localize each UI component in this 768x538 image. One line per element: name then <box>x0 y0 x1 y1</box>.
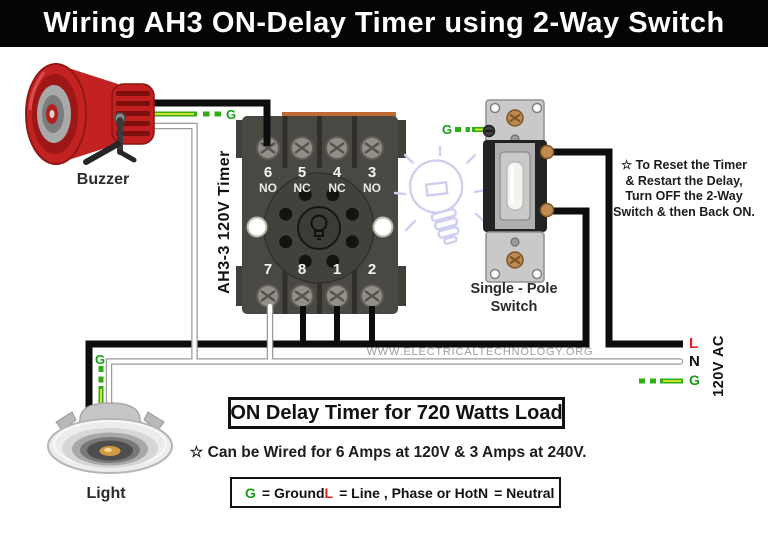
timer-socket-image <box>236 112 406 314</box>
buzzer-image <box>25 63 155 165</box>
terminal-6-type: NO <box>259 181 277 195</box>
terminal-4-type: NC <box>328 181 346 195</box>
switch-label: Single - Pole Switch <box>470 280 557 316</box>
supply-voltage-label: 120V AC <box>711 335 727 397</box>
supply-neutral-tag: N <box>689 353 700 370</box>
supply-line-tag: L <box>689 335 699 352</box>
switch-terminal-bottom <box>539 202 555 218</box>
title-bar: Wiring AH3 ON-Delay Timer using 2-Way Sw… <box>0 0 768 47</box>
reset-note-line3: Turn OFF the 2-Way <box>625 189 743 203</box>
light-image <box>47 402 173 474</box>
legend-ground-text: = Ground <box>261 484 325 501</box>
wire-main-bus <box>85 207 590 408</box>
switch-image <box>482 99 555 283</box>
legend-neutral: N = Neutral <box>478 485 554 501</box>
supply-ground-tag: G <box>689 372 700 388</box>
terminal-5-type: NC <box>293 181 311 195</box>
switch-label-line1: Single - Pole <box>470 281 558 297</box>
reset-note: ☆ To Reset the Timer & Restart the Delay… <box>601 158 767 220</box>
site-watermark: WWW.ELECTRICALTECHNOLOGY.ORG <box>366 346 594 358</box>
terminal-3-type: NO <box>363 181 381 195</box>
legend-neutral-text: = Neutral <box>494 484 555 501</box>
wire-black-group <box>85 99 683 408</box>
bulb-watermark-icon <box>393 146 487 245</box>
socket-pin-holes <box>279 188 359 268</box>
wire-buzzer-to-terminal6 <box>148 99 271 146</box>
light-label: Light <box>86 485 126 502</box>
buzzer-ground-tag: G <box>226 107 237 122</box>
timer-bulb-icon <box>310 214 328 240</box>
legend-line: L = Line , Phase or Hot <box>325 485 478 501</box>
switch-label-line2: Switch <box>490 299 538 315</box>
rating-note: ☆ Can be Wired for 6 Amps at 120V & 3 Am… <box>189 444 587 461</box>
load-note-text: ON Delay Timer for 720 Watts Load <box>230 401 563 424</box>
legend-box: G = Ground L = Line , Phase or Hot N = N… <box>230 477 561 508</box>
terminal-1-number: 1 <box>332 261 342 278</box>
socket-mount-hole-right <box>372 216 394 238</box>
terminal-5-number: 5 <box>297 164 307 181</box>
terminal-4-number: 4 <box>332 164 342 181</box>
wire-line-feed <box>547 148 683 348</box>
load-note-box: ON Delay Timer for 720 Watts Load <box>228 397 565 429</box>
switch-toggle <box>506 161 524 211</box>
reset-note-line2: & Restart the Delay, <box>625 173 743 188</box>
legend-ground-symbol: G <box>245 484 256 501</box>
wire-ground-group <box>98 111 683 408</box>
switch-terminal-top <box>539 144 555 160</box>
legend-line-text: = Line , Phase or Hot <box>339 484 478 501</box>
light-ground-tag: G <box>95 352 106 367</box>
terminal-2-number: 2 <box>367 261 377 278</box>
legend-neutral-symbol: N <box>477 484 489 501</box>
wire-neutral-core <box>107 124 682 410</box>
reset-note-line4: Switch & then Back ON. <box>613 204 755 219</box>
terminal-3-number: 3 <box>367 164 377 181</box>
terminal-8-number: 8 <box>297 261 307 278</box>
switch-ground-tag: G <box>442 122 453 137</box>
reset-note-line1: ☆ To Reset the Timer <box>620 158 748 172</box>
timer-side-label: AH3-3 120V Timer <box>216 150 233 294</box>
terminal-6-number: 6 <box>263 164 273 181</box>
legend-ground: G = Ground <box>245 485 325 501</box>
legend-line-symbol: L <box>324 484 334 501</box>
buzzer-label: Buzzer <box>76 171 130 188</box>
socket-mount-hole-left <box>246 216 268 238</box>
terminal-7-number: 7 <box>263 261 273 278</box>
diagram-title: Wiring AH3 ON-Delay Timer using 2-Way Sw… <box>43 7 725 39</box>
